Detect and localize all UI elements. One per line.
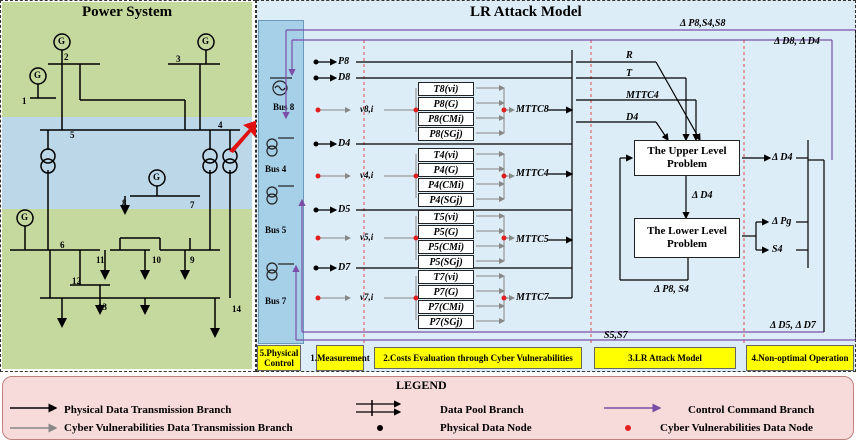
cost-box: P4(SGj) <box>418 193 474 207</box>
power-system-diagram <box>10 33 240 338</box>
bus-4-label: Bus 4 <box>265 164 287 174</box>
bus-number: 12 <box>72 276 81 286</box>
mttc-5: MTTC5 <box>516 234 549 245</box>
feedback-top-1: Δ P8,S4,S8 <box>680 18 726 29</box>
legend-panel <box>2 376 854 440</box>
bus-number: 14 <box>232 304 241 314</box>
bus-number: 5 <box>70 130 75 140</box>
bus-number: 3 <box>176 54 181 64</box>
lower-level-problem: The Lower Level Problem <box>634 218 740 258</box>
output-delta-pg: Δ Pg <box>772 216 792 227</box>
legend-physical-node: Physical Data Node <box>440 422 532 434</box>
bus-8-label: Bus 8 <box>273 102 295 112</box>
legend-physical-branch: Physical Data Transmission Branch <box>64 404 232 416</box>
cost-box: T5(νi) <box>418 210 474 224</box>
cost-box: P7(SGj) <box>418 315 474 329</box>
cost-box: P4(CMi) <box>418 178 474 192</box>
bus-number: 11 <box>96 255 105 265</box>
bus-number: 2 <box>64 52 69 62</box>
feedback-bottom-1: Δ D5, Δ D7 <box>770 320 816 331</box>
legend-cyber-node: Cyber Vulnerabilities Data Node <box>660 422 813 434</box>
cost-box: P8(G) <box>418 97 474 111</box>
input-mttc4: MTTC4 <box>626 90 659 101</box>
generator-label: G <box>34 70 42 80</box>
generator-label: G <box>153 172 161 182</box>
legend-symbols <box>10 400 662 433</box>
power-system-title: Power System <box>82 4 173 20</box>
measurement-p8: P8 <box>338 56 350 67</box>
attack-arrow-icon <box>229 119 261 153</box>
lr-attack-title: LR Attack Model <box>470 4 582 20</box>
upper-level-problem: The Upper Level Problem <box>634 140 740 176</box>
physical-buses-icons <box>266 77 294 281</box>
cost-box: T8(νi) <box>418 82 474 96</box>
bus-number: 9 <box>190 255 195 265</box>
bus-number: 13 <box>98 302 107 312</box>
feedback-bottom-2: S5,S7 <box>604 330 628 341</box>
feedback-top-2: Δ D8, Δ D4 <box>774 36 820 47</box>
bus-number: 1 <box>22 96 27 106</box>
delta-d4-mid: Δ D4 <box>692 190 713 201</box>
measurement-d4: D4 <box>338 138 351 149</box>
stage-non-optimal: 4.Non-optimal Operation <box>746 345 854 371</box>
cost-box: T7(νi) <box>418 270 474 284</box>
generator-label: G <box>58 36 66 46</box>
bus-number: 8 <box>122 198 127 208</box>
measurement-d5: D5 <box>338 204 351 215</box>
mttc-8: MTTC8 <box>516 104 549 115</box>
bus-number: 6 <box>60 240 65 250</box>
cost-box: P5(G) <box>418 225 474 239</box>
mttc-4: MTTC4 <box>516 168 549 179</box>
lr-flow-lines <box>282 29 856 344</box>
cost-box: P5(SGj) <box>418 255 474 269</box>
bus-number: 10 <box>152 255 161 265</box>
cost-box: P8(CMi) <box>418 112 474 126</box>
cost-box: P8(SGj) <box>418 127 474 141</box>
legend-control-branch: Control Command Branch <box>688 404 815 416</box>
power-system-panel <box>0 0 256 372</box>
output-delta-d4: Δ D4 <box>772 152 793 163</box>
generator-label: G <box>21 212 29 222</box>
input-r: R <box>626 50 633 61</box>
mttc-7: MTTC7 <box>516 292 549 303</box>
input-t: T <box>626 68 633 79</box>
generator-label: G <box>202 36 210 46</box>
output-s4: S4 <box>772 244 783 255</box>
cost-box: P7(G) <box>418 285 474 299</box>
vuln-node-4: ν4,i <box>360 170 374 180</box>
bus-5-label: Bus 5 <box>265 225 287 235</box>
bus-7-label: Bus 7 <box>265 296 287 306</box>
bus-number: 7 <box>190 200 195 210</box>
stage-lr-attack: 3.LR Attack Model <box>594 347 736 369</box>
cost-box: P4(G) <box>418 163 474 177</box>
stage-cost-evaluation: 2.Costs Evaluation through Cyber Vulnera… <box>374 347 582 369</box>
legend-cyber-branch: Cyber Vulnerabilities Data Transmission … <box>64 422 293 434</box>
stage-measurement: 1.Measurement <box>310 345 370 371</box>
legend-data-pool: Data Pool Branch <box>440 404 524 416</box>
cost-box: P7(CMi) <box>418 300 474 314</box>
bus-number: 4 <box>218 120 223 130</box>
vuln-node-5: ν5,i <box>360 232 374 242</box>
legend-title: LEGEND <box>396 378 447 392</box>
input-d4: D4 <box>626 112 639 123</box>
delta-p-s: Δ P8, S4 <box>654 284 689 295</box>
cost-box: T4(νi) <box>418 148 474 162</box>
cost-box: P5(CMi) <box>418 240 474 254</box>
vuln-node-8: ν8,i <box>360 104 374 114</box>
measurement-d7: D7 <box>338 262 351 273</box>
measurement-d8: D8 <box>338 72 351 83</box>
vuln-node-7: ν7,i <box>360 292 374 302</box>
stage-physical-control: 5.Physical Control <box>257 345 301 371</box>
